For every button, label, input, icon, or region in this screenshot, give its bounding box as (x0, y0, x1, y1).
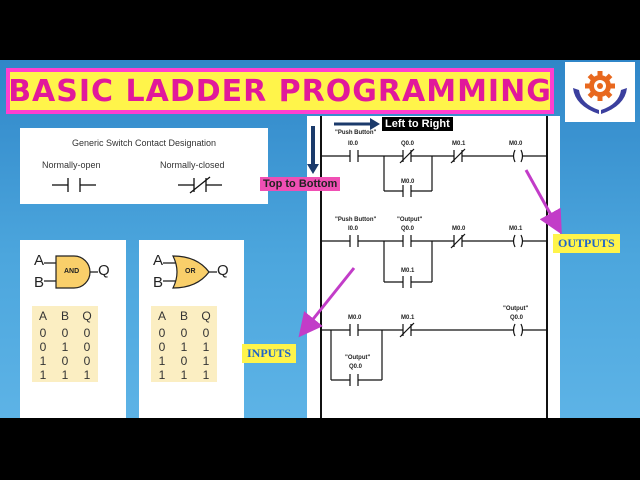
bottom-letterbox (0, 418, 640, 480)
rung1-contact1-address: I0.0 (348, 141, 359, 147)
or-cell: 1 (202, 340, 210, 354)
gear-icon (573, 71, 627, 114)
and-output-q: Q (98, 262, 110, 279)
and-cell: 0 (39, 340, 47, 354)
outputs-label: OUTPUTS (553, 234, 620, 253)
and-cell: 0 (83, 326, 91, 340)
or-cell: 0 (158, 340, 166, 354)
or-input-a: A (153, 252, 164, 269)
ladder-diagram: "Push Button" I0.0 Q0.0 M0.1 M0.0 M0.0 "… (307, 116, 560, 418)
and-cell: 0 (83, 354, 91, 368)
rung3-contact2-address: M0.1 (401, 315, 415, 321)
left-to-right-arrow (334, 118, 380, 130)
rung1-contact3-address: M0.1 (452, 141, 466, 147)
normally-open-contact-symbol (52, 178, 96, 192)
or-cell: 1 (202, 368, 210, 382)
normally-closed-contact-symbol (178, 176, 222, 194)
rung2-contact1-address: I0.0 (348, 226, 359, 232)
rung2-contact3-address: M0.0 (452, 226, 466, 232)
and-cell: 0 (61, 326, 69, 340)
rung2-push-button-tag: "Push Button" (335, 217, 377, 223)
title-banner-fill: BASIC LADDER PROGRAMMING (8, 72, 552, 110)
or-cell: 0 (180, 326, 188, 340)
rung3-coil-address: Q0.0 (510, 315, 524, 321)
top-letterbox (0, 0, 640, 60)
outputs-arrow (524, 169, 562, 235)
or-output-q: Q (217, 262, 229, 279)
and-header-a: A (38, 309, 47, 323)
and-cell: 1 (83, 368, 91, 382)
rung1-push-button-tag: "Push Button" (335, 130, 377, 136)
or-input-b: B (153, 274, 164, 291)
rung1-contact2-address: Q0.0 (401, 141, 415, 147)
title-banner: BASIC LADDER PROGRAMMING (6, 68, 554, 114)
or-gate-panel: A B Q OR A B Q 0 0 0 0 1 1 (139, 240, 244, 418)
top-to-bottom-label: Top to Bottom (260, 177, 341, 191)
or-cell: 1 (180, 340, 188, 354)
and-gate-name: AND (64, 268, 80, 275)
and-cell: 1 (39, 354, 47, 368)
or-truth-table: A B Q 0 0 0 0 1 1 1 0 1 1 1 1 (151, 306, 217, 382)
or-cell: 1 (158, 368, 166, 382)
rung2-branch-address: M0.1 (401, 268, 415, 274)
and-cell: 1 (61, 368, 69, 382)
or-header-a: A (157, 309, 166, 323)
and-cell: 1 (39, 368, 47, 382)
or-header-q: Q (201, 309, 211, 323)
and-header-q: Q (82, 309, 92, 323)
rung1-branch-address: M0.0 (401, 179, 415, 185)
logo (565, 62, 635, 122)
or-cell: 0 (202, 326, 210, 340)
and-cell: 1 (61, 340, 69, 354)
rung3-coil-tag: "Output" (503, 306, 529, 312)
and-gate-panel: A B Q AND A B Q 0 0 0 0 1 0 (20, 240, 126, 418)
normally-open-label: Normally-open (42, 160, 101, 170)
and-truth-table: A B Q 0 0 0 0 1 0 1 0 0 1 1 1 (32, 306, 98, 382)
and-header-b: B (60, 309, 69, 323)
rung3-contact1-address: M0.0 (348, 315, 362, 321)
rung1-coil-address: M0.0 (509, 141, 523, 147)
rung2-output-tag: "Output" (397, 217, 423, 223)
and-cell: 0 (61, 354, 69, 368)
rung2-coil-address: M0.1 (509, 226, 523, 232)
and-cell: 0 (39, 326, 47, 340)
rung3-branch-address: Q0.0 (349, 364, 363, 370)
or-cell: 0 (180, 354, 188, 368)
or-cell: 1 (180, 368, 188, 382)
left-to-right-label: Left to Right (382, 117, 453, 131)
or-header-b: B (179, 309, 188, 323)
inputs-label: INPUTS (242, 344, 297, 363)
normally-closed-label: Normally-closed (160, 160, 225, 170)
and-cell: 0 (83, 340, 91, 354)
page-title: BASIC LADDER PROGRAMMING (8, 73, 552, 109)
or-gate-symbol (163, 255, 217, 289)
and-gate-symbol (44, 255, 98, 289)
or-cell: 1 (202, 354, 210, 368)
rung2-contact2-address: Q0.0 (401, 226, 415, 232)
and-input-b: B (34, 274, 45, 291)
rung3-branch-tag: "Output" (345, 355, 371, 361)
or-cell: 0 (158, 326, 166, 340)
inputs-arrow (298, 267, 356, 338)
and-input-a: A (34, 252, 45, 269)
hands-icon (573, 88, 627, 114)
switch-panel-title: Generic Switch Contact Designation (71, 138, 217, 148)
top-to-bottom-arrow (307, 126, 319, 174)
switch-contact-panel: Generic Switch Contact Designation Norma… (20, 128, 268, 204)
or-gate-name: OR (185, 268, 196, 275)
ladder-wiring (320, 116, 548, 418)
or-cell: 1 (158, 354, 166, 368)
